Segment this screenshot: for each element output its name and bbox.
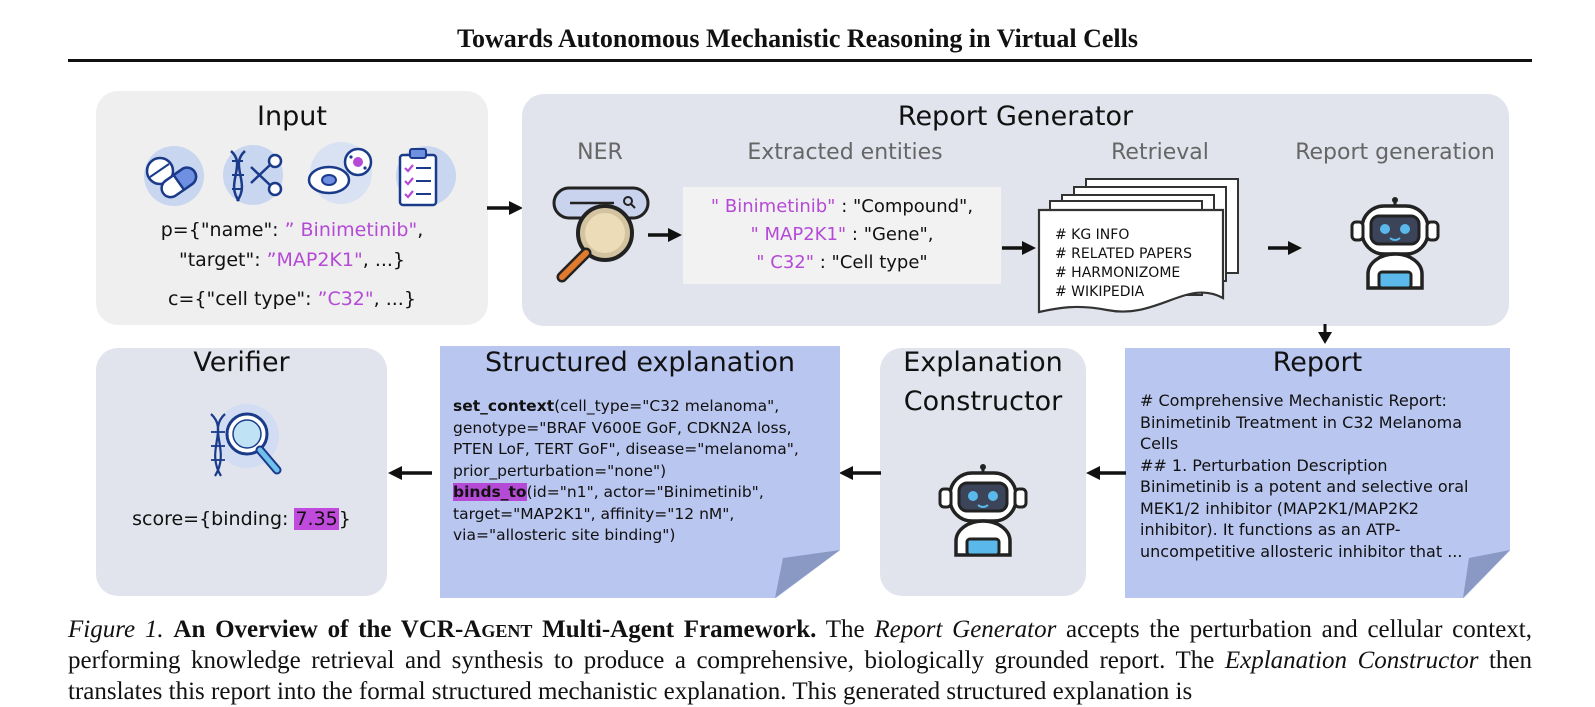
arrow-left-icon — [839, 466, 881, 480]
entity-row: " MAP2K1" : "Gene", — [683, 221, 1001, 249]
function-arg-line: (id="n1", actor="Binimetinib", — [526, 483, 764, 501]
entity-value: : "Cell type" — [814, 252, 928, 273]
input-c-suffix: , ...} — [373, 288, 416, 310]
input-c-value: ”C32" — [317, 288, 374, 310]
retrieval-item: # KG INFO — [1055, 227, 1130, 243]
report-line: MEK1/2 inhibitor (MAP2K1/MAP2K2 — [1140, 498, 1419, 518]
report-line: Binimetinib Treatment in C32 Melanoma — [1140, 412, 1462, 432]
ner-label: NER — [577, 140, 623, 165]
input-p-name: ” Binimetinib" — [284, 219, 418, 241]
extracted-entities-box: " Binimetinib" : "Compound", " MAP2K1" :… — [683, 187, 1001, 284]
verifier-score: score={binding: 7.35} — [96, 508, 387, 530]
arrow-right-icon — [487, 201, 523, 215]
arrow-right-icon — [648, 228, 682, 242]
report-line: Binimetinib is a potent and selective or… — [1140, 477, 1469, 496]
constructor-heading-line1: Explanation — [903, 347, 1063, 378]
cells-icon — [307, 142, 373, 204]
arrow-right-icon — [1268, 241, 1302, 255]
caption-title: An Overview of the VCR-Agent Multi-Agent… — [173, 616, 816, 643]
function-name: set_context — [453, 397, 555, 415]
entity-key: " Binimetinib" — [710, 196, 836, 217]
retrieval-document-sheet — [1037, 208, 1225, 314]
verifier-heading: Verifier — [193, 347, 290, 378]
entity-key: " MAP2K1" — [750, 224, 847, 245]
structured-explanation-heading: Structured explanation — [485, 347, 795, 378]
input-target-prefix: "target": — [178, 249, 267, 271]
structured-explanation-panel — [440, 346, 840, 598]
retrieval-item: # HARMONIZOME — [1055, 265, 1181, 281]
caption-title-suffix: Multi-Agent Framework. — [532, 616, 817, 643]
entity-value: : "Compound", — [835, 196, 974, 217]
header-rule — [68, 59, 1532, 62]
caption-title-agent: Agent — [463, 616, 533, 643]
caption-title-prefix: An Overview of the VCR- — [173, 616, 464, 643]
caption-italic: Explanation Constructor — [1224, 647, 1479, 674]
input-target-suffix: , ...} — [362, 249, 406, 271]
clipboard-checklist-icon — [396, 146, 456, 207]
input-p-suffix: , — [417, 219, 424, 241]
score-value: 7.35 — [294, 508, 339, 530]
page-fold-icon — [1463, 550, 1510, 598]
report-generator-heading: Report Generator — [897, 101, 1134, 132]
function-arg-line: via="allosteric site binding") — [453, 526, 676, 544]
page-header-title: Towards Autonomous Mechanistic Reasoning… — [457, 24, 1138, 53]
report-line: inhibitor). It functions as an ATP- — [1140, 520, 1401, 539]
entity-row: " C32" : "Cell type" — [683, 249, 1001, 277]
input-c-line: c={"cell type": ”C32", ...} — [96, 288, 488, 310]
arrow-right-icon — [1002, 241, 1036, 255]
retrieval-label: Retrieval — [1111, 140, 1209, 165]
search-bar-magnifier-icon — [552, 186, 650, 283]
report-line: ## 1. Perturbation Description — [1140, 455, 1388, 475]
score-prefix: score={binding: — [132, 508, 295, 530]
extracted-entities-label: Extracted entities — [747, 140, 943, 165]
report-generation-label: Report generation — [1295, 140, 1495, 165]
retrieval-list: # KG INFO # RELATED PAPERS # HARMONIZOME… — [1055, 226, 1192, 302]
score-suffix: } — [338, 508, 351, 530]
robot-icon — [1350, 197, 1440, 290]
entity-key: " C32" — [756, 252, 815, 273]
input-heading: Input — [257, 101, 327, 132]
caption-italic: Report Generator — [874, 616, 1057, 643]
dna-scissors-icon — [223, 145, 283, 205]
constructor-heading-line2: Constructor — [903, 386, 1063, 417]
function-arg-line: target="MAP2K1", affinity="12 nM", — [453, 504, 735, 523]
function-arg-line: prior_perturbation="none") — [453, 461, 667, 480]
function-name-highlighted: binds_to — [453, 483, 527, 501]
input-target-value: ”MAP2K1" — [266, 249, 363, 271]
page-fold-icon — [775, 550, 840, 598]
report-line: Cells — [1140, 434, 1179, 453]
report-line: uncompetitive allosteric inhibitor that … — [1140, 541, 1463, 561]
input-panel — [96, 91, 488, 325]
caption-text: The — [816, 616, 875, 643]
verifier-panel — [96, 348, 387, 596]
input-p-line: p={"name": ” Binimetinib", — [96, 219, 488, 241]
entity-row: " Binimetinib" : "Compound", — [683, 193, 1001, 221]
arrow-left-icon — [1086, 466, 1126, 480]
arrow-down-icon — [1318, 324, 1332, 344]
function-arg-line: (cell_type="C32 melanoma", — [554, 397, 780, 415]
report-panel — [1125, 348, 1510, 598]
figure-caption: Figure 1. An Overview of the VCR-Agent M… — [68, 614, 1532, 707]
robot-icon — [938, 464, 1028, 557]
input-p-prefix: p={"name": — [160, 219, 285, 241]
arrow-left-icon — [388, 466, 432, 480]
entity-value: : "Gene", — [846, 224, 934, 245]
report-line: # Comprehensive Mechanistic Report: — [1140, 391, 1447, 410]
input-target-line: "target": ”MAP2K1", ...} — [96, 249, 488, 271]
pill-capsule-icon — [144, 146, 204, 206]
report-heading: Report — [1272, 347, 1363, 378]
figure-label: Figure 1. — [68, 616, 164, 643]
retrieval-item: # RELATED PAPERS — [1055, 246, 1193, 262]
function-arg-line: genotype="BRAF V600E GoF, CDKN2A loss, — [453, 418, 792, 437]
retrieval-item: # WIKIPEDIA — [1055, 284, 1145, 300]
report-body: # Comprehensive Mechanistic Report: Bini… — [1140, 390, 1500, 562]
input-c-prefix: c={"cell type": — [168, 288, 318, 310]
dna-magnifier-icon — [210, 404, 282, 477]
function-arg-line: PTEN LoF, TERT GoF", disease="melanoma", — [453, 440, 799, 458]
caption-text: accepts the perturbation and cellular co… — [68, 616, 1532, 674]
structured-explanation-body: set_context(cell_type="C32 melanoma", ge… — [453, 396, 833, 547]
